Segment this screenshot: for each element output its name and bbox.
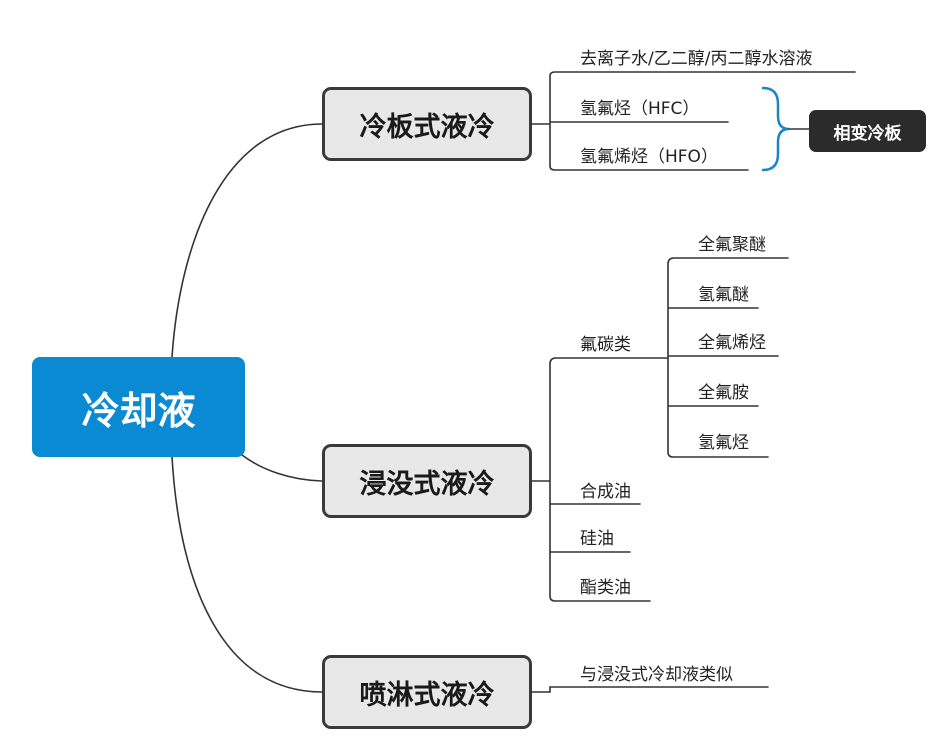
- connector-root-to-cold-plate: [171, 123, 323, 358]
- root-node-coolant[interactable]: 冷却液: [32, 357, 245, 457]
- leaf-fluorocarbon[interactable]: 氟碳类: [580, 335, 631, 355]
- branch-spray[interactable]: 喷淋式液冷: [322, 655, 532, 729]
- phase-change-bracket: [761, 86, 790, 172]
- leaf-silicone-oil[interactable]: 硅油: [580, 529, 614, 549]
- connector-spray-children: [531, 686, 769, 693]
- leaf-hfc[interactable]: 氢氟烃（HFC）: [580, 99, 700, 119]
- leaf-hfc-immersion[interactable]: 氢氟烃: [698, 433, 749, 453]
- connector-immersion-children: [531, 357, 669, 602]
- leaf-pfpe[interactable]: 全氟聚醚: [698, 235, 766, 255]
- branch-cold-plate[interactable]: 冷板式液冷: [322, 87, 532, 161]
- connector-root-to-spray: [171, 456, 323, 693]
- branch-immersion[interactable]: 浸没式液冷: [322, 444, 532, 518]
- leaf-perfluoroamine[interactable]: 全氟胺: [698, 383, 749, 403]
- connector-fluorocarbon-children: [667, 257, 789, 458]
- leaf-similar-to-immersion[interactable]: 与浸没式冷却液类似: [580, 665, 733, 685]
- connector-cold-plate-children: [531, 71, 856, 171]
- leaf-synthetic-oil[interactable]: 合成油: [580, 482, 631, 502]
- leaf-ester-oil[interactable]: 酯类油: [580, 578, 631, 598]
- leaf-perfluoroolefin[interactable]: 全氟烯烃: [698, 333, 766, 353]
- tag-phase-change-cold-plate[interactable]: 相变冷板: [809, 110, 926, 152]
- leaf-hfe[interactable]: 氢氟醚: [698, 285, 749, 305]
- leaf-hfo[interactable]: 氢氟烯烃（HFO）: [580, 147, 718, 167]
- leaf-water-glycol[interactable]: 去离子水/乙二醇/丙二醇水溶液: [580, 49, 813, 69]
- connector-root-to-immersion: [241, 454, 323, 482]
